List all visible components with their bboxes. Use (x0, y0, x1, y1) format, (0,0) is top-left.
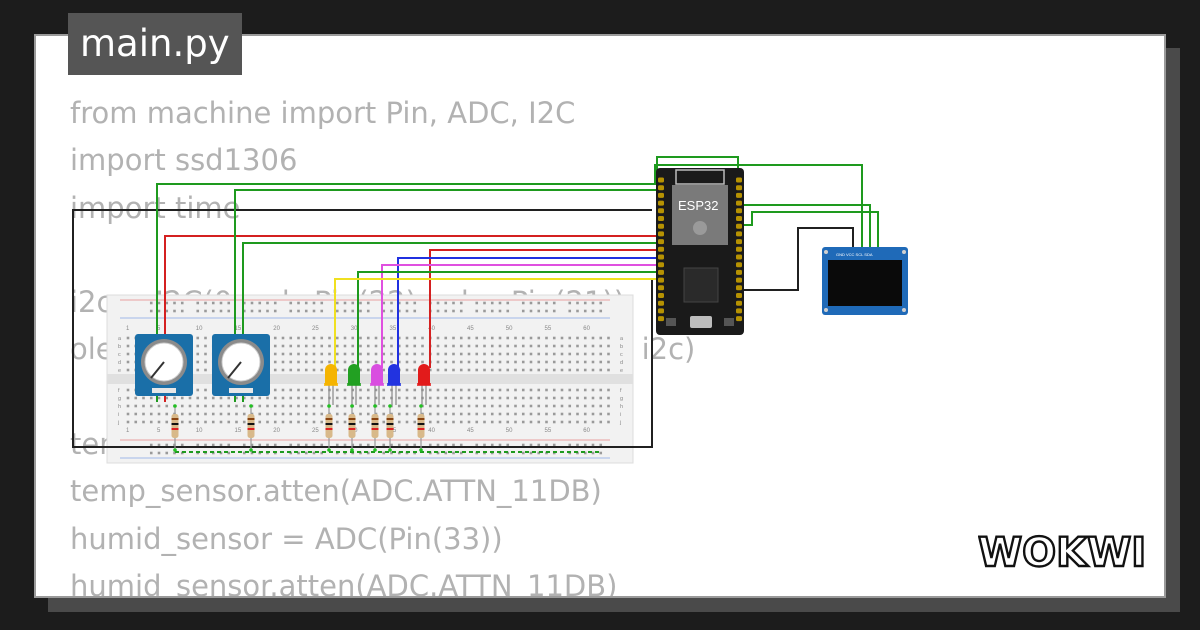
breadboard-row-letter: d (118, 360, 121, 366)
wire-black-gnd (72, 209, 653, 448)
code-line: humid_sensor = ADC(Pin(33)) (70, 521, 503, 556)
breadboard-column-number: 35 (390, 326, 397, 332)
resistor[interactable] (371, 404, 379, 452)
breadboard-column-number: 1 (126, 326, 130, 332)
wokwi-logo: WOKWI (978, 529, 1147, 576)
breadboard-row-letter: i (620, 412, 621, 418)
breadboard-row-letter: i (118, 412, 119, 418)
breadboard-column-number: 15 (235, 428, 242, 434)
breadboard-column-number: 20 (273, 326, 280, 332)
led-group (324, 364, 431, 405)
breadboard-column-number: 15 (235, 326, 242, 332)
wire-red-led5 (429, 249, 663, 368)
breadboard-row-letter: f (620, 388, 622, 394)
wire-yellow-led1 (334, 278, 663, 368)
breadboard-column-number: 25 (312, 326, 319, 332)
breadboard-row-letter: c (118, 352, 121, 358)
code-line: temp_sensor.atten(ADC.ATTN_11DB) (70, 474, 602, 509)
breadboard-column-number: 40 (428, 428, 435, 434)
wire-green-pot2-vcc (234, 189, 663, 402)
led-5[interactable] (417, 364, 431, 405)
breadboard-column-number: 30 (351, 326, 358, 332)
wire-magenta-led3 (381, 264, 663, 368)
breadboard-column-number: 55 (545, 326, 552, 332)
resistor[interactable] (247, 404, 255, 452)
breadboard-column-number: 60 (583, 326, 590, 332)
led-4[interactable] (387, 364, 401, 405)
breadboard-column-number: 25 (312, 428, 319, 434)
wire-green-led2 (357, 271, 663, 368)
breadboard-column-number: 20 (273, 428, 280, 434)
breadboard-row-letter: j (117, 420, 119, 426)
resistor[interactable] (348, 404, 356, 452)
esp32-board[interactable]: ESP32 (656, 168, 744, 335)
breadboard-row-letter: g (118, 396, 121, 402)
breadboard-row-letter: f (118, 388, 120, 394)
breadboard-row-letter: c (620, 352, 623, 358)
breadboard-row-letter: g (620, 396, 623, 402)
breadboard-column-number: 45 (467, 428, 474, 434)
oled-display[interactable]: GND VCC SCL SDA (822, 247, 908, 315)
file-tab-main-py[interactable]: main.py (68, 13, 242, 75)
wire-green-scl (741, 195, 871, 248)
wire-green-sda (654, 164, 863, 248)
code-line: humid_sensor.atten(ADC.ATTN_11DB) (70, 568, 618, 598)
wire-blue-led4 (397, 257, 663, 368)
svg-text:WOKWI: WOKWI (978, 530, 1146, 576)
wire-black-oled-gnd (742, 227, 854, 291)
wire-green-vcc (742, 211, 879, 248)
breadboard-row-letter: e (118, 368, 121, 374)
breadboard-column-number: 50 (506, 428, 513, 434)
oled-pin-labels: GND VCC SCL SDA (836, 252, 873, 257)
esp32-label: ESP32 (678, 198, 718, 213)
led-3[interactable] (370, 364, 384, 405)
code-line: import ssd1306 (70, 143, 298, 178)
breadboard-column-number: 60 (583, 428, 590, 434)
resistor[interactable] (325, 404, 333, 452)
potentiometer-2[interactable] (212, 334, 270, 396)
breadboard-column-number: 40 (428, 326, 435, 332)
code-line: import time (70, 190, 241, 225)
wire-green-pot1-vcc (156, 183, 663, 402)
esp32-pins (658, 177, 742, 322)
breadboard-row-letter: h (118, 404, 121, 410)
breadboard-column-number: 55 (545, 428, 552, 434)
breadboard-row-letter: j (619, 420, 621, 426)
breadboard-row-letter: d (620, 360, 623, 366)
resistor[interactable] (171, 404, 179, 452)
code-line: from machine import Pin, ADC, I2C (70, 96, 576, 130)
led-2[interactable] (347, 364, 361, 405)
breadboard-column-number: 10 (196, 326, 203, 332)
breadboard-row-letter: h (620, 404, 623, 410)
breadboard-column-number: 5 (157, 326, 161, 332)
breadboard-row-letter: b (620, 344, 623, 350)
led-1[interactable] (324, 364, 338, 405)
breadboard-column-number: 5 (157, 428, 161, 434)
breadboard-column-number: 10 (196, 428, 203, 434)
resistor[interactable] (386, 404, 394, 452)
resistor-group (171, 404, 425, 452)
breadboard-row-letter: a (620, 336, 624, 342)
potentiometer-1[interactable] (135, 334, 193, 396)
breadboard-column-number: 45 (467, 326, 474, 332)
breadboard-row-letter: e (620, 368, 623, 374)
resistor[interactable] (417, 404, 425, 452)
breadboard-column-number: 50 (506, 326, 513, 332)
breadboard-row-letter: b (118, 344, 121, 350)
breadboard-row-letter: a (118, 336, 122, 342)
breadboard-column-number: 1 (126, 428, 130, 434)
